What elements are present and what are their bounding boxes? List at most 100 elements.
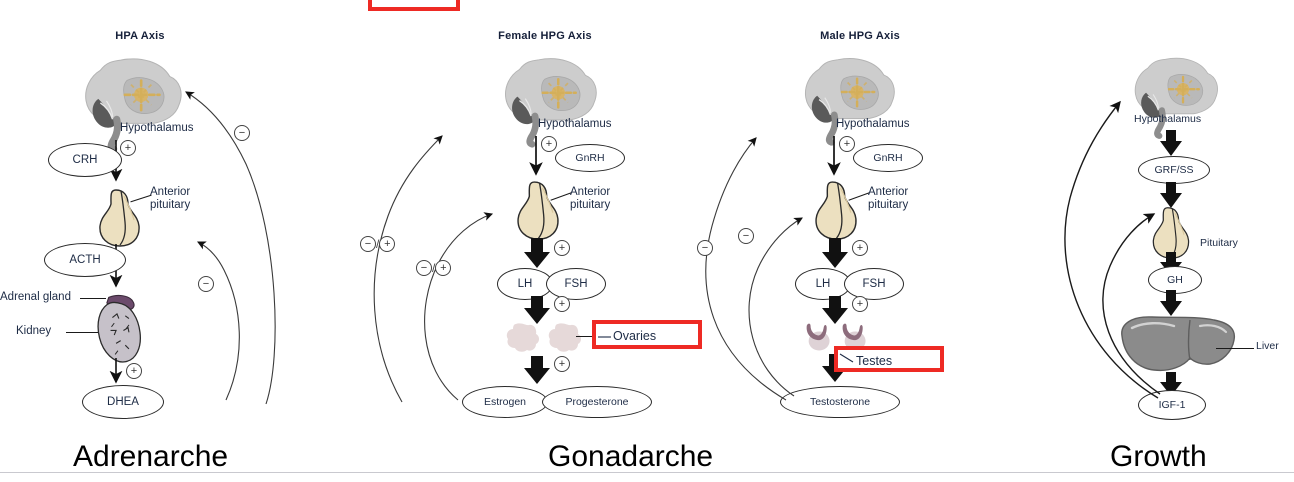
sign-plus-steroids: + <box>554 356 570 372</box>
dhea-label: DHEA <box>107 396 139 408</box>
hormone-igf-1: IGF-1 <box>1138 390 1206 420</box>
liver-label: Liver <box>1256 340 1279 352</box>
male-feedback-sign-long: − <box>697 240 713 256</box>
label-growth: Growth <box>1110 440 1207 473</box>
plus-circle: + <box>379 236 396 252</box>
panel-hpa-axis: HPA Axis Hypothalamus + CRH Anterior pit… <box>0 0 330 482</box>
female-feedback-loops <box>373 135 494 403</box>
hormone-crh: CRH <box>48 143 122 177</box>
growth-blockarrow-liver-to-igf <box>1160 372 1182 396</box>
ovaries-highlight-box[interactable]: Ovaries <box>592 320 702 349</box>
adrenal-gland-label: Adrenal gland <box>0 291 71 303</box>
growth-blockarrow-pit-to-gh <box>1160 252 1182 276</box>
minus-circle: − <box>360 236 376 252</box>
ap-line2: pituitary <box>570 198 611 211</box>
female-hpg-title: Female HPG Axis <box>498 30 592 42</box>
growth-blockarrow-grf-to-pit <box>1160 182 1182 208</box>
fsh-label: FSH <box>862 278 886 290</box>
female-arrow-hypo-to-pit <box>529 136 543 176</box>
sign-plus-gnrh: + <box>541 136 557 152</box>
label-adrenarche: Adrenarche <box>73 440 229 473</box>
male-blockarrow-pit-to-gonadotropins <box>822 238 848 268</box>
hormone-estrogen: Estrogen <box>462 386 548 418</box>
hormone-fsh: FSH <box>844 268 904 300</box>
testes-highlight-text: Testes <box>856 354 893 368</box>
pituitary-icon <box>99 189 140 247</box>
kidney-leader <box>66 332 98 333</box>
hypothalamus-label: Hypothalamus <box>836 118 910 130</box>
ap-line2: pituitary <box>150 198 191 211</box>
hypothalamus-label: Hypothalamus <box>120 122 194 134</box>
testes-callout-tick <box>839 353 854 363</box>
sign-plus-dhea: + <box>126 363 142 379</box>
liver-leader <box>1216 348 1254 349</box>
progesterone-label: Progesterone <box>565 396 629 408</box>
female-feedback-sign-short: − / + <box>416 260 452 276</box>
gnrh-label: GnRH <box>575 152 605 164</box>
hormone-acth: ACTH <box>44 243 126 277</box>
bottom-divider-rule <box>0 472 1294 473</box>
panel-male-hpg-axis: Male HPG Axis Hypothalamus + GnRH Anteri… <box>690 0 1010 482</box>
hpa-axis-title: HPA Axis <box>115 30 165 42</box>
sign-plus-gonadotropins: + <box>554 240 570 256</box>
male-feedback-loops <box>705 137 803 401</box>
gh-label: GH <box>1167 274 1183 286</box>
slash: / <box>432 261 436 275</box>
testosterone-label: Testosterone <box>809 396 871 408</box>
ap-line1: Anterior <box>570 186 611 198</box>
acth-label: ACTH <box>69 254 101 266</box>
panel-female-hpg-axis: Female HPG Axis Hypothalamus + GnRH Ante… <box>350 0 680 482</box>
panel-growth-axis: Hypothalamus GRF/SS Pituitary GH Liver <box>1020 0 1294 482</box>
ovaries-highlight-text: Ovaries <box>613 329 657 343</box>
hormone-grf-ss: GRF/SS <box>1138 156 1210 184</box>
female-feedback-sign-long: − / + <box>360 236 396 252</box>
crh-label: CRH <box>72 154 98 166</box>
male-feedback-sign-short: − <box>738 228 754 244</box>
pituitary-label: Pituitary <box>1200 237 1238 249</box>
anterior-pituitary-label: Anterior pituitary <box>150 186 190 212</box>
hormone-lh: LH <box>795 268 851 300</box>
label-gonadarche: Gonadarche <box>548 440 714 473</box>
hpa-feedback-loops <box>185 91 276 405</box>
female-blockarrow-ovaries-to-steroids <box>524 356 550 384</box>
hypothalamus-label: Hypothalamus <box>1134 113 1202 125</box>
growth-blockarrow-hypo-to-grf <box>1160 130 1182 156</box>
plus-circle: + <box>435 260 452 276</box>
hormone-gnrh: GnRH <box>555 144 625 172</box>
growth-feedback-loops <box>1064 100 1161 399</box>
lh-label: LH <box>815 278 831 290</box>
hormone-lh: LH <box>497 268 553 300</box>
grf-ss-label: GRF/SS <box>1154 164 1194 176</box>
ovaries-leader <box>576 336 594 337</box>
top-highlight-box[interactable] <box>368 0 460 11</box>
male-hpg-title: Male HPG Axis <box>820 30 900 42</box>
lh-label: LH <box>517 278 533 290</box>
hormone-testosterone: Testosterone <box>780 386 900 418</box>
sign-plus-gnrh: + <box>839 136 855 152</box>
testes-highlight-box[interactable]: Testes <box>834 346 944 372</box>
hormone-fsh: FSH <box>546 268 606 300</box>
adrenal-leader <box>80 298 106 299</box>
sign-plus-crh: + <box>120 140 136 156</box>
kidney-label: Kidney <box>16 325 52 337</box>
sign-minus-hpa-long: − <box>234 125 250 141</box>
sign-minus-hpa-short: − <box>198 276 214 292</box>
anterior-pituitary-label: Anterior pituitary <box>868 186 908 212</box>
minus-circle: − <box>416 260 432 276</box>
female-blockarrow-gonadotropins-to-ovaries <box>524 296 550 324</box>
hormone-gnrh: GnRH <box>853 144 923 172</box>
female-blockarrow-pit-to-gonadotropins <box>524 238 550 268</box>
fsh-label: FSH <box>564 278 588 290</box>
hypothalamus-label: Hypothalamus <box>538 118 612 130</box>
estrogen-label: Estrogen <box>483 396 527 408</box>
ap-line1: Anterior <box>868 186 909 198</box>
hpa-arrow-adrenal-to-dhea <box>109 358 123 384</box>
ovaries-callout-tick <box>598 336 611 338</box>
hormone-dhea: DHEA <box>82 385 164 419</box>
male-blockarrow-gonadotropins-to-testes <box>822 296 848 324</box>
growth-blockarrow-gh-to-liver <box>1160 290 1182 316</box>
male-arrow-hypo-to-pit <box>827 136 841 176</box>
sign-plus-gonadotropins: + <box>852 240 868 256</box>
anterior-pituitary-label: Anterior pituitary <box>570 186 610 212</box>
